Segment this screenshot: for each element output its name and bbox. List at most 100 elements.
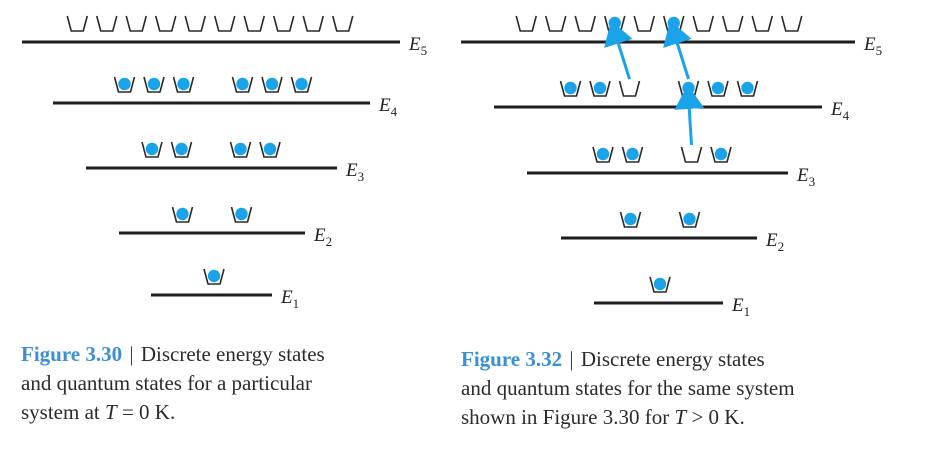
caption-left-line-1: Figure 3.30 | Discrete energy states: [21, 340, 421, 369]
right-quantum-state-E4-3: [618, 80, 641, 97]
right-quantum-state-E5-7: [692, 15, 715, 32]
left-quantum-state-E5-7: [243, 15, 266, 32]
left-electron-E3-2: [175, 142, 188, 156]
right-quantum-state-E5-10: [780, 15, 803, 32]
right-electron-E4-5: [682, 81, 695, 95]
left-quantum-state-E5-3: [125, 15, 148, 32]
right-electron-E3-2: [626, 147, 639, 161]
caption-left-line-3: system at T = 0 K.: [21, 398, 421, 427]
right-energy-label-5: E5: [863, 34, 882, 58]
right-quantum-state-E5-1: [515, 15, 538, 32]
caption-right-text-4: > 0 K.: [686, 405, 745, 429]
right-quantum-state-E5-8: [721, 15, 744, 32]
right-quantum-state-E4-1: [559, 80, 582, 97]
right-quantum-state-E3-4: [680, 146, 703, 163]
caption-right-text-1: Discrete energy states: [580, 347, 765, 371]
caption-right-line-3: shown in Figure 3.30 for T > 0 K.: [461, 403, 921, 432]
left-quantum-state-E3-4: [229, 141, 252, 158]
caption-left-text-1: Discrete energy states: [140, 342, 325, 366]
right-energy-label-3: E3: [796, 165, 815, 189]
right-electron-E4-2: [593, 81, 607, 95]
caption-right-line-1: Figure 3.32 | Discrete energy states: [461, 345, 921, 374]
left-quantum-state-E3-2: [170, 141, 193, 158]
right-energy-label-1: E1: [731, 295, 750, 319]
caption-left-separator: |: [129, 342, 134, 366]
left-quantum-state-E4-2: [143, 76, 165, 93]
left-quantum-state-E5-8: [272, 15, 295, 32]
caption-right-text-2: and quantum states for the same system: [461, 376, 795, 400]
left-electron-E4-1: [118, 77, 131, 91]
right-quantum-state-E4-7: [736, 80, 759, 97]
left-quantum-state-E5-2: [95, 15, 118, 32]
right-quantum-state-E4-2: [589, 80, 611, 97]
caption-right-figure-number: Figure 3.32: [461, 347, 563, 371]
right-quantum-state-E5-9: [751, 15, 774, 32]
left-quantum-state-E1-1: [203, 268, 225, 285]
right-quantum-state-E2-1: [619, 211, 642, 228]
left-electron-E4-5: [236, 77, 249, 91]
left-quantum-state-E5-5: [184, 15, 207, 32]
right-quantum-state-E3-2: [621, 146, 644, 163]
right-electron-E4-6: [711, 81, 725, 95]
right-transition-arrow-1: [604, 20, 633, 80]
left-quantum-state-E3-5: [259, 141, 281, 158]
left-quantum-state-E3-1: [141, 141, 163, 158]
right-electron-E2-1: [624, 212, 637, 226]
right-quantum-state-E5-5: [633, 15, 656, 32]
right-quantum-state-E5-3: [574, 15, 597, 32]
right-quantum-state-E2-3: [678, 211, 701, 228]
right-electron-E4-1: [564, 81, 577, 95]
right-quantum-state-E4-6: [707, 80, 729, 97]
right-electron-E5-4: [608, 16, 621, 30]
right-electron-E2-3: [683, 212, 696, 226]
left-energy-label-4: E4: [378, 95, 398, 119]
right-electron-E3-1: [596, 147, 610, 161]
right-quantum-state-E3-1: [592, 146, 614, 163]
left-energy-label-2: E2: [313, 225, 332, 249]
left-electron-E4-2: [147, 77, 161, 91]
right-quantum-state-E5-2: [544, 15, 567, 32]
left-quantum-state-E4-7: [290, 76, 313, 93]
caption-right-separator: |: [569, 347, 574, 371]
left-electron-E3-4: [234, 142, 247, 156]
left-quantum-state-E5-4: [154, 15, 177, 32]
caption-left-text-3: system at: [21, 400, 105, 424]
left-quantum-state-E5-6: [213, 15, 236, 32]
caption-right-text-3: shown in Figure 3.30 for: [461, 405, 675, 429]
right-electron-E5-6: [667, 16, 680, 30]
right-energy-label-4: E4: [830, 99, 850, 123]
caption-figure-3-32: Figure 3.32 | Discrete energy states and…: [461, 345, 921, 432]
right-electron-E1-1: [653, 277, 667, 291]
left-electron-E1-1: [207, 269, 221, 283]
left-quantum-state-E5-10: [331, 15, 354, 32]
left-electron-E2-1: [176, 207, 189, 221]
left-electron-E3-5: [263, 142, 277, 156]
caption-left-figure-number: Figure 3.30: [21, 342, 123, 366]
left-quantum-state-E4-5: [231, 76, 254, 93]
left-electron-E4-3: [177, 77, 190, 91]
left-quantum-state-E4-6: [261, 76, 283, 93]
left-electron-E3-1: [145, 142, 159, 156]
right-electron-E4-7: [741, 81, 754, 95]
right-quantum-state-E3-5: [710, 146, 732, 163]
right-quantum-state-E1-1: [649, 276, 671, 293]
left-quantum-state-E4-3: [172, 76, 195, 93]
right-energy-label-2: E2: [765, 230, 784, 254]
left-energy-label-5: E5: [408, 34, 427, 58]
caption-left-text-4: = 0 K.: [116, 400, 176, 424]
caption-left-text-2: and quantum states for a particular: [21, 371, 312, 395]
right-transition-arrow-3: [674, 85, 705, 146]
caption-figure-3-30: Figure 3.30 | Discrete energy states and…: [21, 340, 421, 427]
left-quantum-state-E2-1: [171, 206, 194, 223]
left-quantum-state-E4-1: [113, 76, 136, 93]
caption-left-temperature-var: T: [105, 400, 117, 424]
right-transition-arrow-2: [663, 20, 692, 80]
right-electron-E3-5: [714, 147, 728, 161]
left-electron-E2-3: [235, 207, 248, 221]
left-energy-label-3: E3: [345, 160, 364, 184]
left-electron-E4-6: [265, 77, 279, 91]
caption-right-temperature-var: T: [674, 405, 687, 429]
